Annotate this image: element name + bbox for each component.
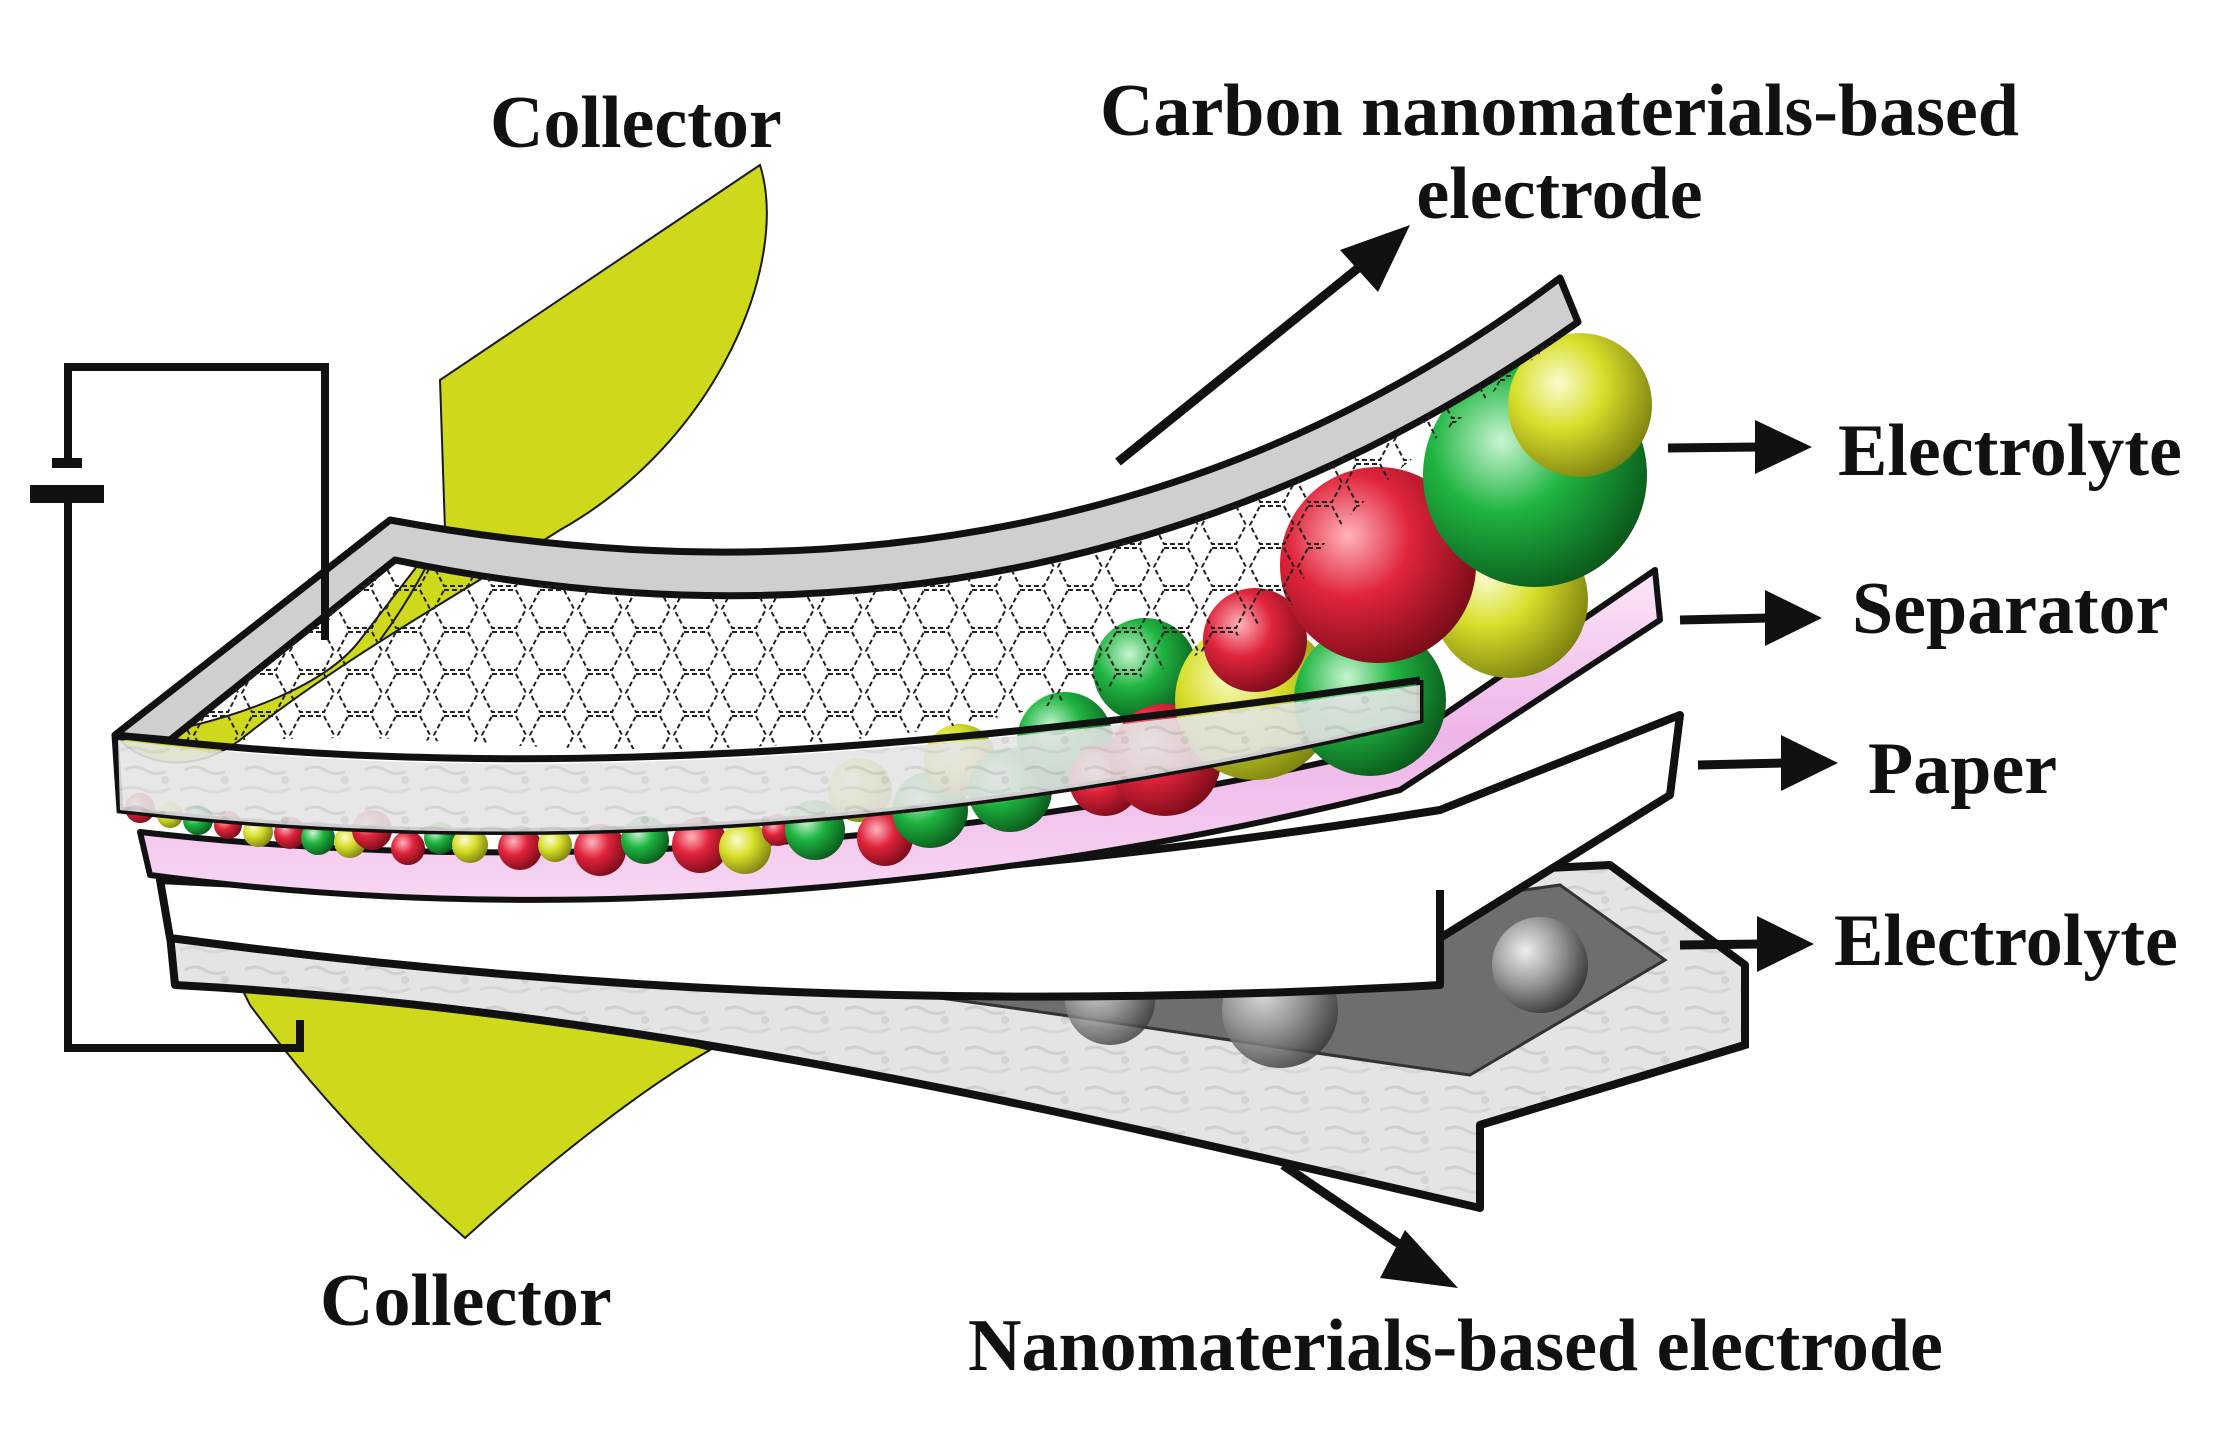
electrolyte-top-label: Electrolyte <box>1838 410 2182 492</box>
nano-electrode-front-face <box>1478 965 1749 1129</box>
well-bubble <box>1492 917 1588 1013</box>
arrowhead <box>1340 225 1410 292</box>
paper-label: Paper <box>1868 728 2058 810</box>
arrowhead <box>1380 1230 1458 1288</box>
arrows <box>1115 225 1838 1288</box>
arrow-separator <box>1679 613 1771 625</box>
collector-bottom-label: Collector <box>320 1260 612 1342</box>
arrow-paper <box>1697 758 1787 770</box>
separator-label: Separator <box>1852 568 2169 650</box>
arrow-electrolyte-top <box>1667 442 1761 453</box>
nano-electrode-label: Nanomaterials-based electrode <box>968 1305 1943 1387</box>
arrow-carbon-electrode <box>1115 244 1386 466</box>
battery-plus-plate <box>52 458 82 468</box>
carbon-electrode-label-line1: Carbon nanomaterials-based <box>1100 70 2019 152</box>
arrowhead <box>1755 420 1812 474</box>
collector-top-label: Collector <box>490 82 782 164</box>
carbon-electrode-band <box>118 685 1420 832</box>
arrowhead <box>1781 735 1838 791</box>
circuit-wire <box>64 500 304 1052</box>
carbon-electrode-label: Carbon nanomaterials-based electrode <box>1100 70 2019 236</box>
electrolyte-bottom-label: Electrolyte <box>1834 900 2178 982</box>
arrowhead <box>1765 590 1822 646</box>
carbon-electrode-hex-face <box>170 322 1578 750</box>
carbon-electrode-label-line2: electrode <box>1416 152 1703 235</box>
arrow-electrolyte-bottom <box>1679 939 1763 950</box>
battery-minus-plate <box>30 485 104 503</box>
carbon-electrode-front <box>114 676 1421 763</box>
arrowhead <box>1757 916 1814 972</box>
circuit-wire <box>64 363 329 640</box>
